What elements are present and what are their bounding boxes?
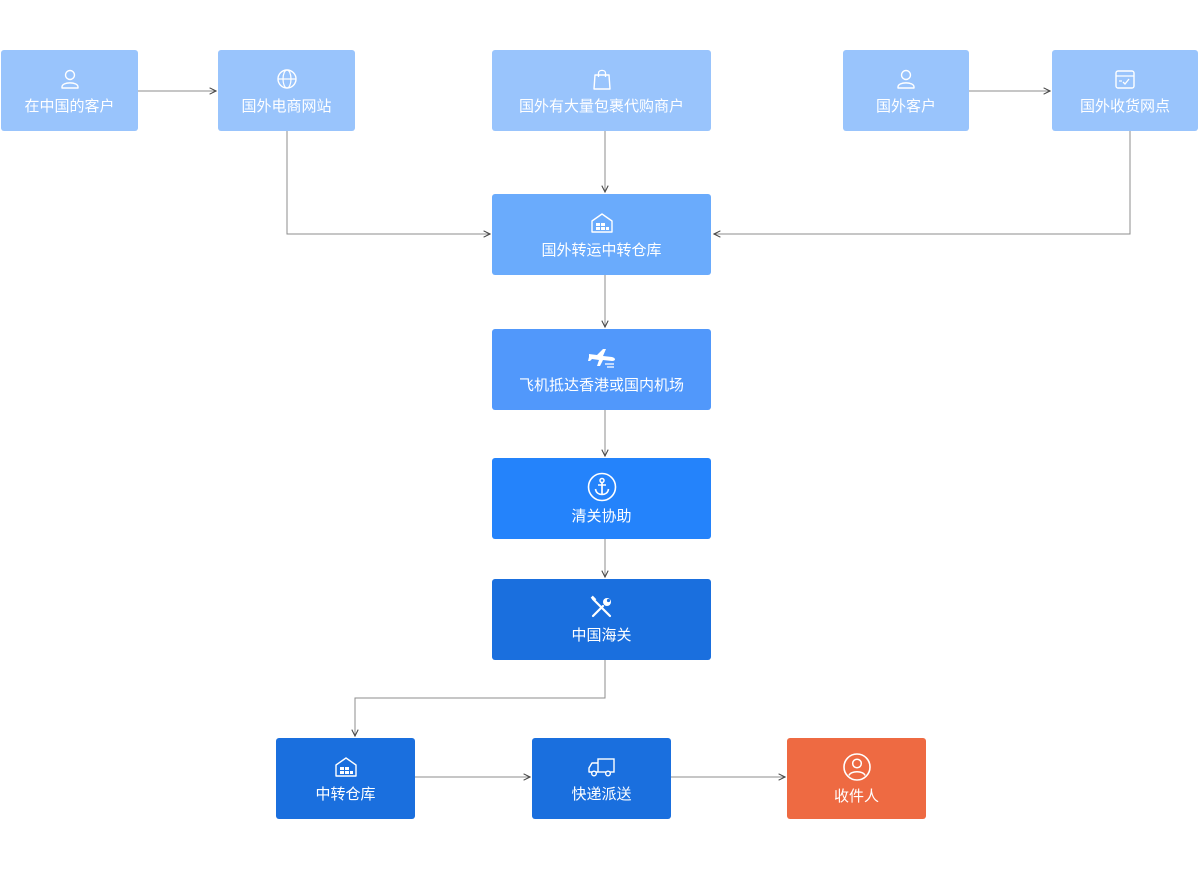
connector-customs-to-transit xyxy=(355,660,606,736)
globe-icon xyxy=(276,68,297,89)
truck-icon xyxy=(587,757,615,777)
connector-ecommerce-to-warehouse xyxy=(286,131,490,234)
node-label: 清关协助 xyxy=(571,506,632,525)
node-overseas-customer: 国外客户 xyxy=(843,50,969,131)
node-china-customer: 在中国的客户 xyxy=(1,50,138,131)
node-label: 国外有大量包裹代购商户 xyxy=(518,96,684,115)
connector-pickup-to-warehouse xyxy=(714,131,1131,234)
node-overseas-ecommerce: 国外电商网站 xyxy=(218,50,355,131)
node-label: 在中国的客户 xyxy=(24,96,115,115)
node-label: 快递派送 xyxy=(571,784,632,803)
node-label: 国外电商网站 xyxy=(241,96,332,115)
node-label: 国外客户 xyxy=(875,96,936,115)
node-clearance-assist: 清关协助 xyxy=(492,458,711,539)
tools-icon xyxy=(590,595,611,617)
node-label: 国外转运中转仓库 xyxy=(541,240,662,259)
node-label: 收件人 xyxy=(833,786,879,805)
node-label: 飞机抵达香港或国内机场 xyxy=(518,375,684,394)
user-icon xyxy=(897,69,915,89)
anchor-icon xyxy=(587,472,616,501)
node-label: 中转仓库 xyxy=(315,784,376,803)
parcel-box-icon xyxy=(1115,69,1135,89)
user-circle-icon xyxy=(842,752,871,781)
node-transit-warehouse: 中转仓库 xyxy=(276,738,415,819)
node-overseas-warehouse: 国外转运中转仓库 xyxy=(492,194,711,275)
user-icon xyxy=(60,69,79,89)
airplane-icon xyxy=(587,348,615,368)
warehouse-icon xyxy=(590,212,613,233)
shopping-bag-icon xyxy=(592,69,611,90)
node-overseas-pickup: 国外收货网点 xyxy=(1052,50,1198,131)
node-flight-arrival: 飞机抵达香港或国内机场 xyxy=(492,329,711,410)
node-label: 中国海关 xyxy=(571,625,632,644)
warehouse-icon xyxy=(334,756,357,777)
node-china-customs: 中国海关 xyxy=(492,579,711,660)
node-label: 国外收货网点 xyxy=(1079,96,1170,115)
node-overseas-merchant: 国外有大量包裹代购商户 xyxy=(492,50,711,131)
node-express-delivery: 快递派送 xyxy=(532,738,671,819)
node-recipient: 收件人 xyxy=(787,738,926,819)
